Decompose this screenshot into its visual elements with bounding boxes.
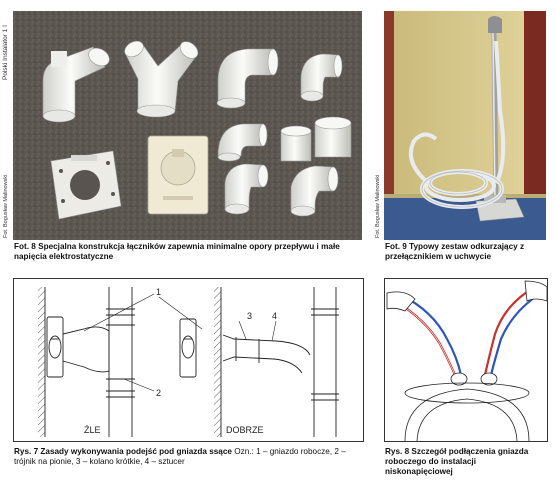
correct-callouts	[158, 296, 277, 342]
callout-4: 4	[272, 311, 277, 321]
photo-vacuum-image	[384, 11, 546, 240]
figure8-svg	[386, 280, 547, 441]
callout-1: 1	[156, 287, 161, 297]
label-wrong: ŹLE	[84, 425, 101, 435]
figure7-svg: 1 2 ŹLE 3 4 DOBRZE	[38, 287, 339, 437]
elbow-fitting-1	[216, 48, 279, 109]
short-elbow-3	[290, 165, 339, 217]
y-fitting-2	[124, 40, 199, 118]
photo-vacuum-set	[384, 11, 546, 240]
photo1-caption: Fot. 8 Specjalna konstrukcja łączników z…	[14, 242, 340, 261]
wire-red-left	[394, 300, 457, 376]
photo1-credit: Fot. Bogusław Malinowski	[3, 174, 9, 238]
label-right: DOBRZE	[226, 425, 264, 435]
figure8-caption: Rys. 8 Szczegół podłączenia gniazda robo…	[385, 447, 529, 476]
wire-blue-left	[400, 294, 463, 376]
photo2-credit: Fot. Bogusław Malinowski	[375, 174, 381, 238]
wrong-detail	[38, 287, 135, 437]
coupling-2	[314, 116, 352, 158]
correct-detail	[179, 287, 339, 437]
figure7-caption: Rys. 7 Zasady wykonywania podejść pod gn…	[14, 447, 362, 467]
wire-red-right	[483, 286, 536, 376]
figure7-caption-legend: Ozn.: 1 – gniazdo robocze, 2 – trójnik n…	[14, 447, 346, 466]
callout-2: 2	[156, 388, 161, 398]
figure7-caption-title: Rys. 7 Zasady wykonywania podejść pod gn…	[14, 447, 232, 456]
coupling-1	[280, 125, 312, 162]
callout-3: 3	[247, 311, 252, 321]
photo-fittings-image	[13, 11, 362, 240]
figure7-drawing: 1 2 ŹLE 3 4 DOBRZE	[13, 278, 364, 442]
short-elbow-1	[217, 123, 268, 162]
wall-valve	[147, 135, 209, 215]
elbow-fitting-2	[300, 53, 343, 102]
mounting-plate	[50, 150, 122, 220]
figure8-drawing	[384, 278, 548, 442]
photo2-caption: Fot. 9 Typowy zestaw odkurzający z przeł…	[385, 242, 525, 261]
short-elbow-2	[224, 163, 269, 215]
side-label: Polski Instalator 1 I	[2, 25, 9, 80]
photo-fittings	[13, 11, 362, 240]
wire-blue-right	[489, 292, 542, 376]
wrong-callouts	[83, 293, 155, 392]
y-fitting-1	[42, 46, 110, 123]
